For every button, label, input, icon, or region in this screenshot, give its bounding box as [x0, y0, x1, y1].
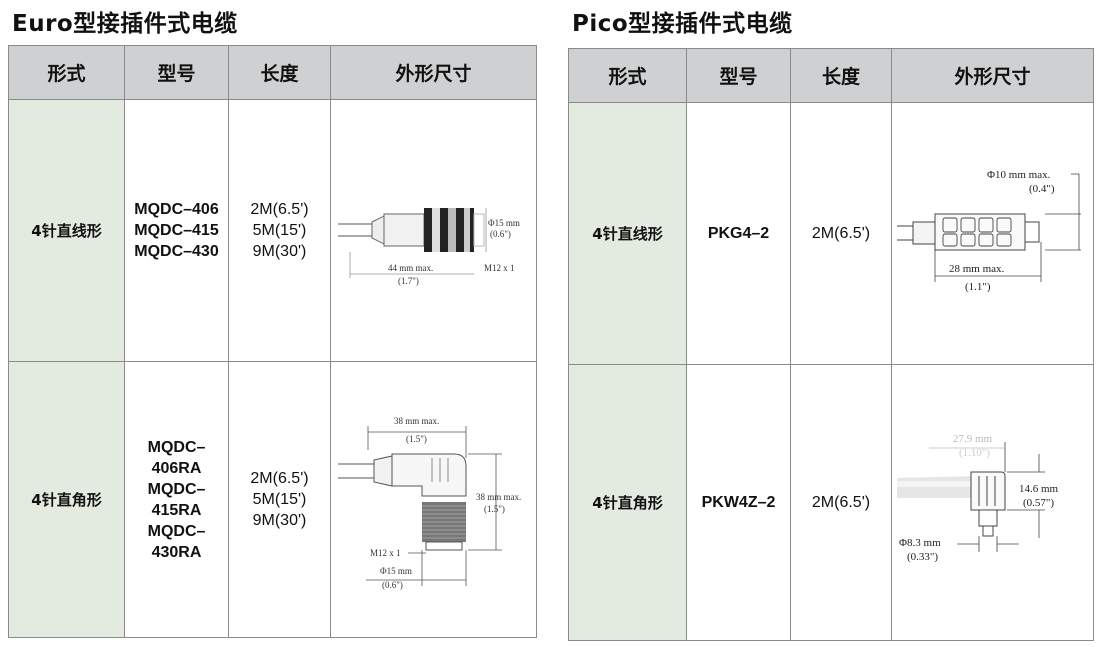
table-row: 4针直角形 MQDC– 406RA MQDC– 415RA MQDC– 430R…: [8, 361, 537, 638]
dim-diameter-in: (0.4"): [1029, 183, 1055, 195]
dim-height-in: (0.57"): [1023, 497, 1054, 509]
dim-thread: M12 x 1: [370, 548, 401, 558]
length-value: 2M(6.5'): [811, 225, 871, 242]
dim-length-in: (1.1"): [965, 281, 991, 293]
length-cell: 2M(6.5'): [790, 102, 892, 365]
form-cell: 4针直角形: [568, 364, 687, 641]
dim-width-in: (1.5"): [406, 434, 427, 444]
model-cell: MQDC–406 MQDC–415 MQDC–430: [124, 99, 229, 362]
dim-thread: M12 x 1: [484, 263, 515, 273]
length-value: 2M(6.5'): [250, 470, 309, 487]
dim-length: 44 mm max.: [388, 263, 433, 273]
pico-cable-table: 形式 型号 长度 外形尺寸 4针直线形 PKG4–2 2M(6.5') Φ10 …: [568, 48, 1094, 641]
model-number: PKG4–2: [707, 225, 770, 242]
length-value: 2M(6.5'): [811, 494, 871, 511]
header-form: 形式: [568, 48, 687, 103]
model-number: MQDC–430: [134, 243, 219, 260]
form-cell: 4针直角形: [8, 361, 125, 638]
dim-width: 27.9 mm: [953, 433, 993, 445]
table-row: 4针直角形 PKW4Z–2 2M(6.5') 27.9 mm (1.10"): [568, 364, 1094, 641]
form-cell: 4针直线形: [8, 99, 125, 362]
pico-right-angle-drawing: 27.9 mm (1.10") 14.6 mm: [896, 433, 1059, 563]
header-length: 长度: [790, 48, 892, 103]
length-cell: 2M(6.5'): [790, 364, 892, 641]
dim-diameter-in: (0.33"): [907, 551, 938, 563]
model-number: MQDC–406: [134, 201, 219, 218]
model-number: PKW4Z–2: [701, 494, 776, 511]
dim-length-in: (1.7"): [398, 276, 419, 286]
header-form: 形式: [8, 45, 125, 100]
length-value: 5M(15'): [252, 222, 307, 239]
pico-straight-drawing: Φ10 mm max. (0.4"): [896, 169, 1081, 293]
dim-diameter: Φ15 mm: [488, 218, 520, 228]
pico-header-row: 形式 型号 长度 外形尺寸: [568, 48, 1094, 103]
dimension-cell: Φ10 mm max. (0.4"): [891, 102, 1094, 365]
header-dimensions: 外形尺寸: [891, 48, 1094, 103]
model-number: 415RA: [151, 501, 202, 519]
euro-right-angle-drawing: 38 mm max. (1.5"): [337, 416, 521, 590]
length-value: 2M(6.5'): [250, 201, 309, 218]
model-number: 406RA: [151, 459, 202, 477]
euro-straight-drawing: Φ15 mm (0.6") 44 mm max. (1.7") M12 x 1: [337, 207, 520, 286]
length-value: 9M(30'): [252, 243, 307, 260]
table-row: 4针直线形 PKG4–2 2M(6.5') Φ10 mm max. (0.4"): [568, 102, 1094, 365]
model-cell: PKG4–2: [686, 102, 791, 365]
dim-width: 38 mm max.: [394, 416, 439, 426]
dimension-cell: 38 mm max. (1.5"): [330, 361, 537, 638]
euro-section-title: Euro型接插件式电缆: [12, 11, 238, 37]
model-number: MQDC–: [147, 522, 206, 540]
euro-cable-table: 形式 型号 长度 外形尺寸 4针直线形 MQDC–406 MQDC–415 MQ…: [8, 45, 537, 638]
dim-diameter-in: (0.6"): [382, 580, 403, 590]
dim-diameter-in: (0.6"): [490, 229, 511, 239]
dim-height: 14.6 mm: [1019, 483, 1059, 495]
length-cell: 2M(6.5') 5M(15') 9M(30'): [228, 361, 331, 638]
euro-header-row: 形式 型号 长度 外形尺寸: [8, 45, 537, 100]
length-value: 5M(15'): [252, 491, 307, 508]
model-number: MQDC–: [147, 480, 206, 498]
dim-diameter: Φ15 mm: [380, 566, 412, 576]
dim-height-in: (1.5"): [484, 504, 505, 514]
header-model: 型号: [124, 45, 229, 100]
model-cell: PKW4Z–2: [686, 364, 791, 641]
length-cell: 2M(6.5') 5M(15') 9M(30'): [228, 99, 331, 362]
length-value: 9M(30'): [252, 512, 307, 529]
header-model: 型号: [686, 48, 791, 103]
dimension-cell: Φ15 mm (0.6") 44 mm max. (1.7") M12 x 1: [330, 99, 537, 362]
model-number: MQDC–415: [134, 222, 219, 239]
form-cell: 4针直线形: [568, 102, 687, 365]
model-number: 430RA: [151, 543, 202, 561]
model-cell: MQDC– 406RA MQDC– 415RA MQDC– 430RA: [124, 361, 229, 638]
pico-section-title: Pico型接插件式电缆: [572, 11, 793, 37]
model-number: MQDC–: [147, 438, 206, 456]
table-row: 4针直线形 MQDC–406 MQDC–415 MQDC–430 2M(6.5'…: [8, 99, 537, 362]
header-length: 长度: [228, 45, 331, 100]
dimension-cell: 27.9 mm (1.10") 14.6 mm: [891, 364, 1094, 641]
dim-height: 38 mm max.: [476, 492, 521, 502]
dim-diameter: Φ8.3 mm: [899, 537, 941, 549]
dim-width-in: (1.10"): [959, 447, 990, 459]
dim-diameter: Φ10 mm max.: [987, 169, 1051, 181]
dim-length: 28 mm max.: [949, 263, 1005, 275]
header-dimensions: 外形尺寸: [330, 45, 537, 100]
